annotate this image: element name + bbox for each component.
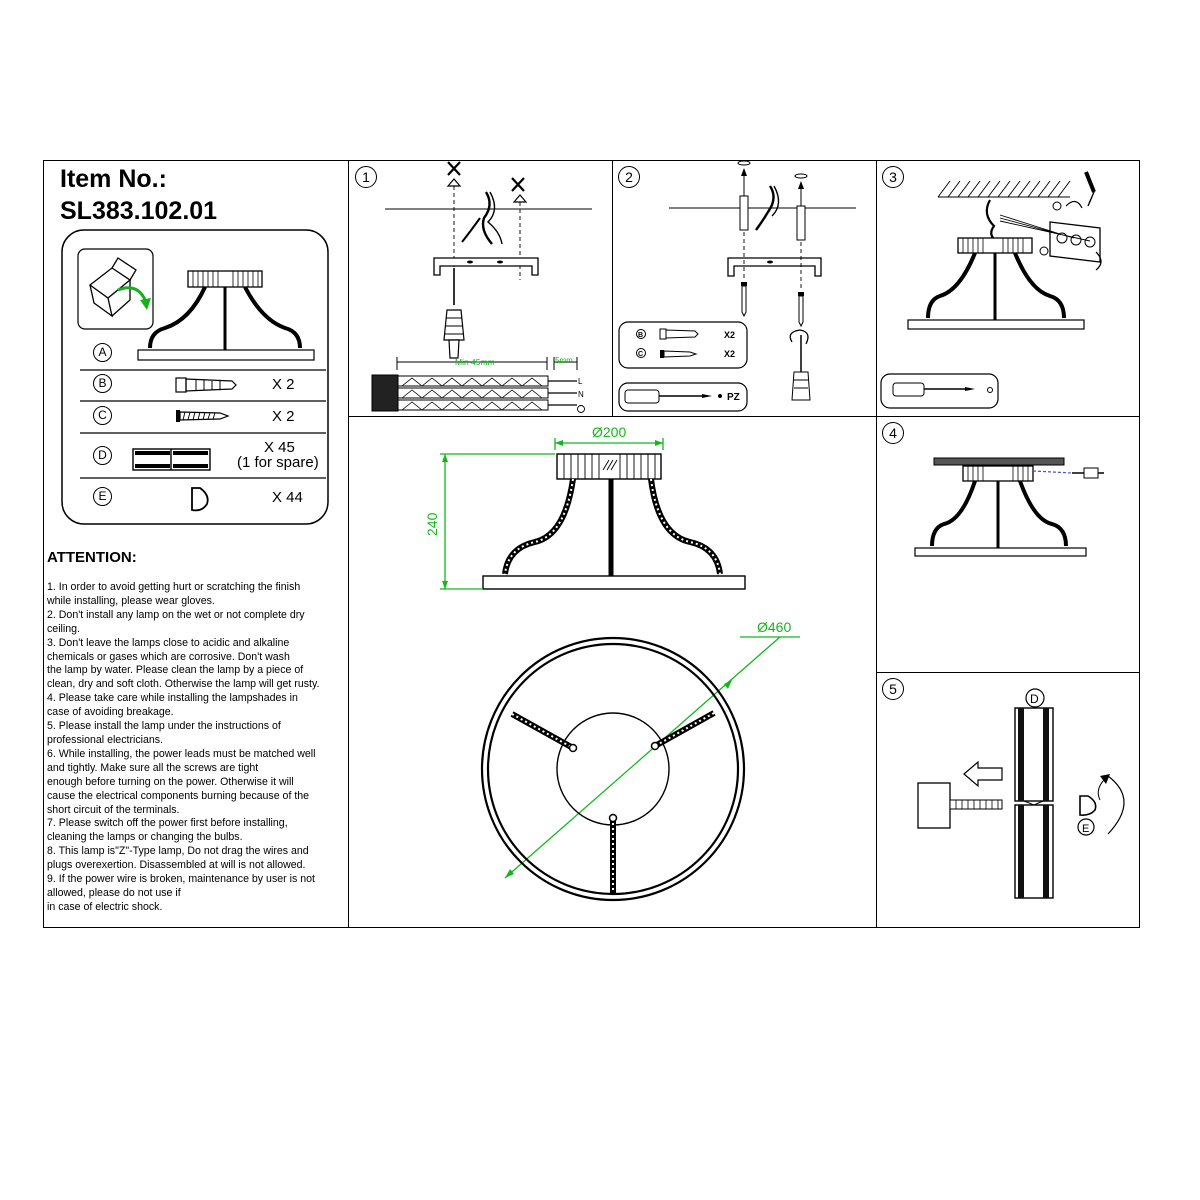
attention-list: 1. In order to avoid getting hurt or scr… <box>47 581 347 915</box>
step-number-4: 4 <box>882 422 904 444</box>
attention-item: 1. In order to avoid getting hurt or scr… <box>47 581 301 607</box>
attention-item: 6. While installing, the power leads mus… <box>47 747 316 816</box>
step4-drawing <box>914 457 1104 557</box>
top-diameter-label: Ø200 <box>592 424 626 440</box>
attention-item: 8. This lamp is"Z"-Type lamp, Do not dra… <box>47 845 309 872</box>
strip-length-label: Min 45mm <box>455 357 495 367</box>
step2-qty-c: X2 <box>724 349 735 359</box>
part-c-quantity: X 2 <box>272 408 295 425</box>
wire-n-label: N <box>578 390 584 399</box>
step2-qty-b: X2 <box>724 330 735 340</box>
step2-tool-label: PZ <box>727 392 740 403</box>
lamp-top-view <box>480 636 746 902</box>
attention-title: ATTENTION: <box>47 549 137 566</box>
step2-part-b-letter: B <box>638 332 643 339</box>
part-d-quantity: X 45 <box>264 439 295 456</box>
carton-box-icon <box>77 248 154 330</box>
part-letter-c: C <box>93 406 112 425</box>
step2-drawing <box>618 160 856 412</box>
part-e-quantity: X 44 <box>272 489 303 506</box>
attention-item: 3. Don't leave the lamps close to acidic… <box>47 636 320 691</box>
step-number-2: 2 <box>618 166 640 188</box>
dimension-lines <box>440 438 800 879</box>
item-number: SL383.102.01 <box>60 197 218 225</box>
step5-panel <box>876 672 1140 928</box>
step-number-5: 5 <box>882 678 904 700</box>
wall-anchor-part-b-drawing <box>175 377 237 393</box>
step-number-3: 3 <box>882 166 904 188</box>
item-label: Item No.: <box>60 165 167 193</box>
attention-item: 5. Please install the lamp under the ins… <box>47 720 281 746</box>
part-d-quantity-note: (1 for spare) <box>237 454 319 471</box>
crystal-bar-part-d-drawing <box>132 448 211 471</box>
part-b-quantity: X 2 <box>272 376 295 393</box>
step-number-1: 1 <box>355 166 377 188</box>
strip-end-label: 5mm <box>555 356 573 365</box>
screw-part-c-drawing <box>176 410 230 422</box>
lamp-part-a-drawing <box>137 270 315 361</box>
step5-drawing <box>917 688 1125 899</box>
attention-item: 2. Don't install any lamp on the wet or … <box>47 608 305 635</box>
step5-label-e: E <box>1082 823 1089 835</box>
connector-ring-part-e-drawing <box>191 487 209 512</box>
attention-item: 7. Please switch off the power first bef… <box>47 817 288 844</box>
part-letter-b: B <box>93 374 112 393</box>
step2-part-c-letter: C <box>638 351 643 358</box>
part-letter-d: D <box>93 446 112 465</box>
step5-label-d: D <box>1030 692 1039 706</box>
step3-drawing <box>880 171 1102 409</box>
attention-item: 4. Please take care while installing the… <box>47 692 298 719</box>
part-letter-e: E <box>93 487 112 506</box>
lamp-side-view <box>482 453 746 590</box>
ring-diameter-label: Ø460 <box>757 619 791 635</box>
height-label: 240 <box>424 512 440 536</box>
attention-item: 9. If the power wire is broken, maintena… <box>47 873 315 913</box>
wire-l-label: L <box>578 377 583 386</box>
step1-drawing <box>371 161 592 413</box>
part-letter-a: A <box>93 343 112 362</box>
